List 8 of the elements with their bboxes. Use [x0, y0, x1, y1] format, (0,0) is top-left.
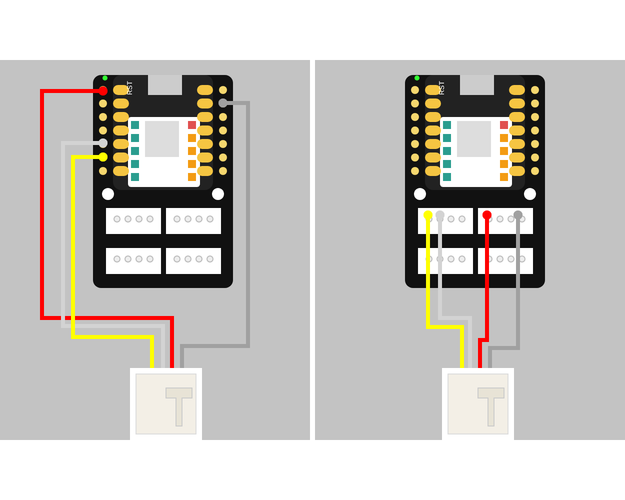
- wire: [478, 210, 492, 368]
- wire: [435, 210, 472, 368]
- wire: [423, 210, 464, 368]
- wire: [180, 98, 250, 368]
- wire: [40, 86, 174, 368]
- wire: [61, 138, 165, 368]
- wire: [71, 152, 154, 368]
- wire: [488, 210, 523, 368]
